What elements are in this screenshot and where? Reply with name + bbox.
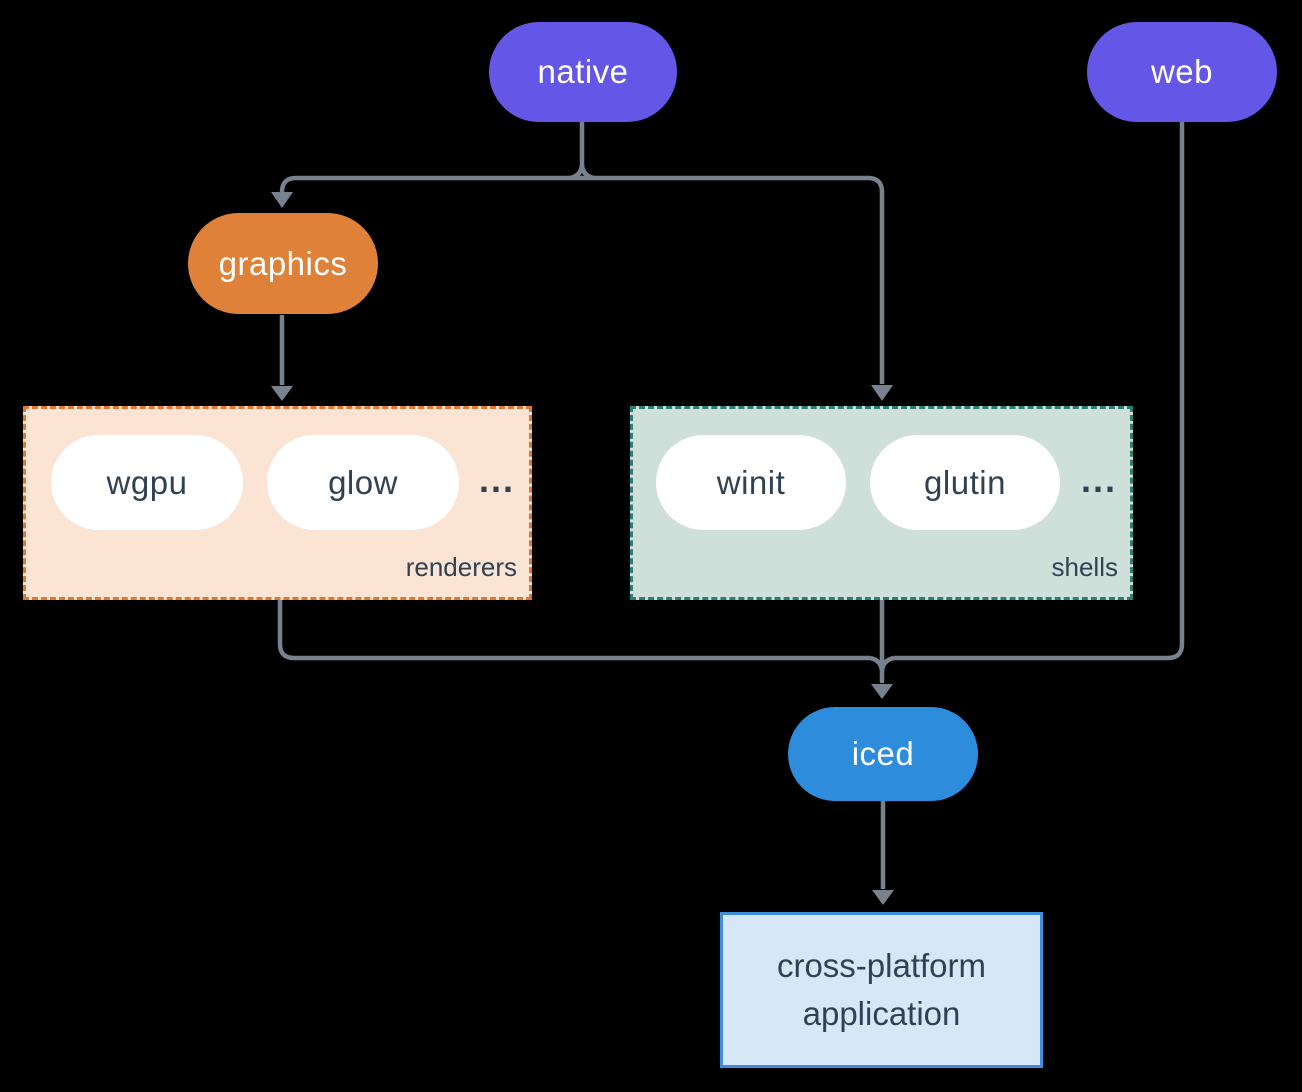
node-native: native [489,22,677,122]
arrowhead-renderers [271,386,293,401]
shells-label: shells [1051,552,1118,582]
node-iced-label: iced [851,735,915,772]
pill-wgpu-label: wgpu [106,463,188,501]
node-web-label: web [1150,53,1214,90]
node-graphics: graphics [188,213,378,314]
pill-winit: winit [656,435,846,530]
pill-glow-label: glow [328,463,398,501]
group-renderers: wgpu glow ... renderers [23,406,532,600]
node-native-label: native [537,53,629,90]
arrowhead-graphics [271,192,293,208]
group-shells: winit glutin ... shells [630,406,1133,600]
pill-glow: glow [267,435,459,530]
node-graphics-label: graphics [218,244,348,282]
junction-flare-bottom [869,655,895,672]
node-web: web [1087,22,1277,122]
renderers-ellipsis: ... [478,459,515,500]
renderers-label: renderers [405,552,517,582]
node-iced: iced [788,707,978,801]
application-box: cross-platform application [720,912,1043,1068]
connector-renderers-merge [277,600,870,661]
arrowhead-iced [871,684,893,699]
application-label-line2: application [802,995,961,1032]
pill-wgpu: wgpu [51,435,243,530]
junction-flare-top [569,164,595,181]
pill-glutin: glutin [870,435,1060,530]
pill-winit-label: winit [716,463,786,501]
arrowhead-application [872,890,894,905]
application-label-line1: cross-platform [776,947,987,984]
pill-glutin-label: glutin [924,463,1006,501]
arrowhead-shells [871,385,893,401]
shells-ellipsis: ... [1080,459,1117,500]
